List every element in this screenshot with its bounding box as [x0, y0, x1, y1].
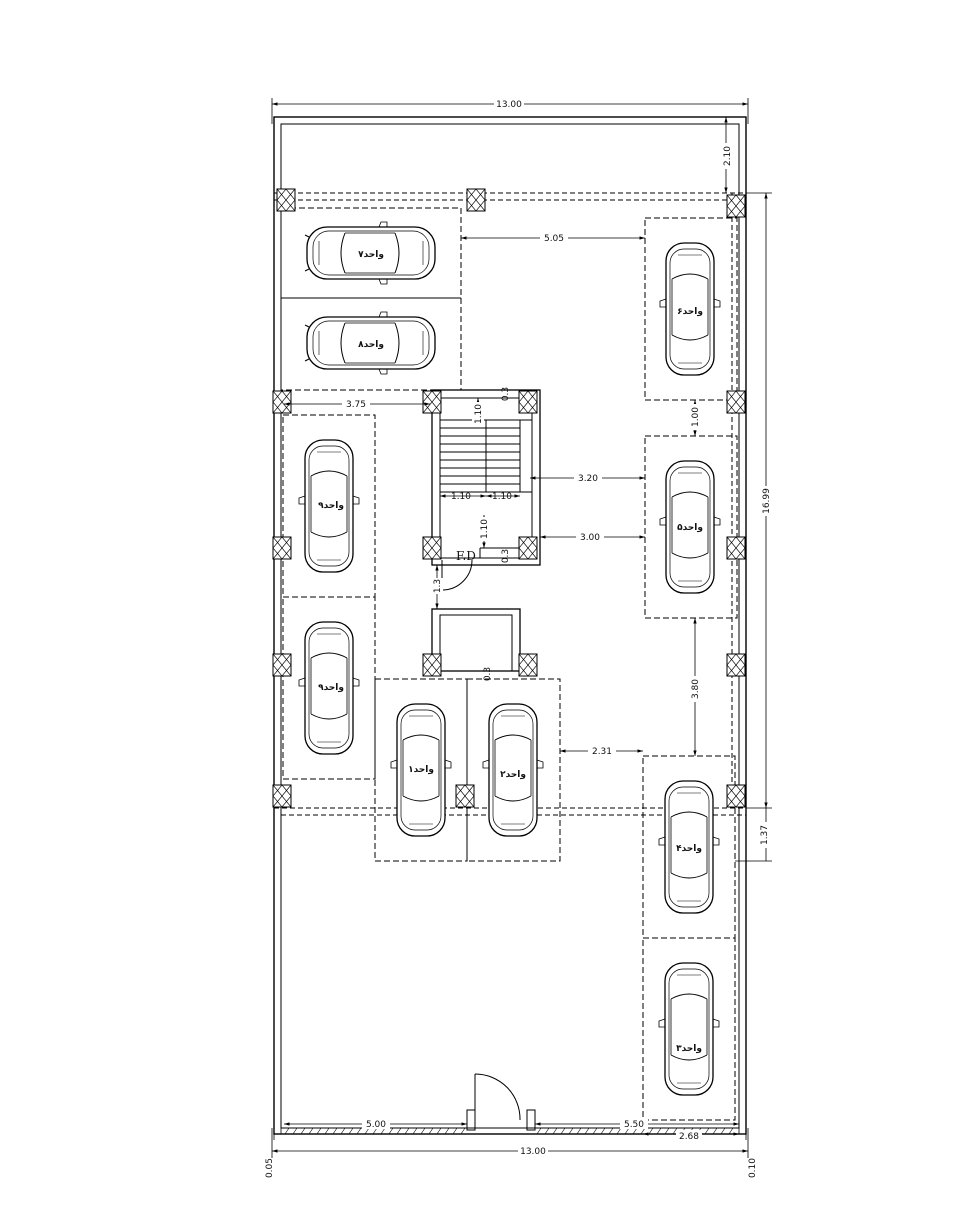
column	[272, 784, 292, 808]
dim-gap-stair: 3.75	[346, 400, 366, 410]
dim-edge-left: 0.05	[265, 1158, 275, 1178]
dim-small-a: 0.3	[501, 387, 511, 401]
dim-front-setback: 2.10	[723, 146, 733, 166]
dim-bottom-right-small: 2.68	[679, 1132, 699, 1142]
column	[726, 653, 746, 677]
unit-9-label: واحد۹	[318, 683, 344, 693]
column	[466, 188, 486, 212]
dim-bottom-width: 13.00	[520, 1147, 546, 1157]
unit-9-label: واحد۹	[318, 501, 344, 511]
dim-edge-right: 0.10	[748, 1158, 758, 1178]
dim-small-b: 0.3	[501, 549, 511, 563]
dim-stair-right-bottom: 3.00	[580, 533, 600, 543]
dim-space-gap: 1.00	[691, 407, 701, 427]
dim-door-width: 1.3	[433, 579, 443, 593]
car	[658, 962, 720, 1096]
column	[726, 390, 746, 414]
unit-1-label: واحد۱	[408, 765, 434, 775]
unit-4-label: واحد۴	[676, 844, 702, 854]
dim-bottom-right: 5.50	[624, 1120, 644, 1130]
column	[422, 390, 442, 414]
parking-spaces	[280, 207, 738, 1121]
column	[422, 653, 442, 677]
unit-8-label: واحد۸	[358, 340, 384, 350]
unit-labels: واحد۷ واحد۸ واحد۹ واحد۹ واحد۱ واحد۲ واحد…	[318, 250, 703, 1054]
floor-drain-label: F.D	[456, 549, 476, 563]
entrance-door	[466, 1073, 536, 1131]
unit-5-label: واحد۵	[677, 523, 703, 533]
unit-2-label: واحد۲	[500, 770, 526, 780]
dim-rear-offset: 1.37	[760, 825, 770, 845]
column	[726, 536, 746, 560]
elevator-shaft	[431, 608, 521, 672]
dim-total-depth: 16.99	[762, 488, 772, 514]
dim-stair-run-bottom: 1.10	[480, 519, 490, 539]
dim-gap-top: 5.05	[544, 234, 564, 244]
parked-cars	[298, 221, 721, 1096]
column	[455, 784, 475, 808]
column	[726, 194, 746, 218]
dim-small-c: 0.3	[483, 667, 493, 681]
dim-top-width: 13.00	[496, 100, 522, 110]
column	[422, 536, 442, 560]
column	[518, 390, 538, 414]
dim-stair-width-left: 1.10	[451, 492, 471, 502]
unit-6-label: واحد۶	[677, 307, 703, 317]
dim-stair-run-top: 1.10	[474, 404, 484, 424]
column	[518, 653, 538, 677]
column	[272, 653, 292, 677]
column	[276, 188, 296, 212]
dim-gap-mid: 2.31	[592, 747, 612, 757]
column	[272, 390, 292, 414]
front-wall-hatch	[280, 1127, 740, 1135]
column	[518, 536, 538, 560]
dim-stair-width-right: 1.10	[492, 492, 512, 502]
column	[272, 536, 292, 560]
unit-7-label: واحد۷	[358, 250, 384, 260]
dim-bottom-left: 5.00	[366, 1120, 386, 1130]
unit-3-label: واحد۳	[676, 1044, 702, 1054]
dimension-labels: 13.00 2.10 16.99 1.37 5.05 3.75 3.20 3.0…	[265, 98, 772, 1178]
dim-space-gap-lower: 3.80	[691, 679, 701, 699]
dim-stair-right-top: 3.20	[578, 474, 598, 484]
column	[726, 784, 746, 808]
